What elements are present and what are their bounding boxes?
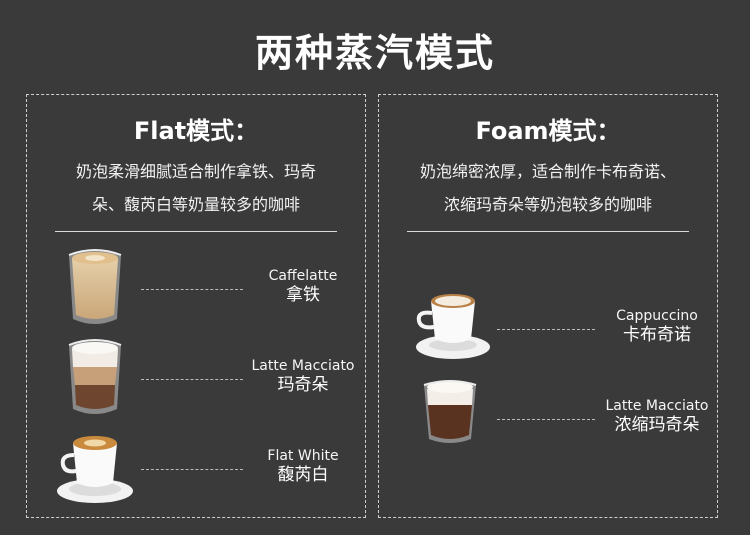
foam-item-cappuccino: Cappuccino 卡布奇诺 (379, 285, 717, 365)
foam-mode-panel: Foam模式： 奶泡绵密浓厚，适合制作卡布奇诺、 浓缩玛奇朵等奶泡较多的咖啡 C… (378, 94, 718, 518)
foam-divider (407, 231, 689, 232)
flat-item-label-2: Latte Macciato 玛奇朵 (249, 357, 357, 395)
cappuccino-cup-icon (416, 294, 490, 359)
flat-mode-title: Flat模式： (133, 117, 259, 145)
flat-item-caffelatte: Caffelatte 拿铁 (27, 245, 365, 325)
flat-mode-panel: Flat模式： 奶泡柔滑细腻适合制作拿铁、玛奇 朵、馥芮白等奶量较多的咖啡 Ca… (26, 94, 366, 518)
foam-item-zh-2: 浓缩玛奇朵 (614, 415, 700, 435)
latte-glass-icon (68, 249, 122, 324)
foam-item-en-1: Cappuccino (616, 308, 698, 324)
foam-desc-line-1: 奶泡绵密浓厚，适合制作卡布奇诺、 (419, 162, 676, 181)
flat-desc-line-2: 朵、馥芮白等奶量较多的咖啡 (91, 195, 300, 214)
flat-divider (55, 231, 337, 232)
flat-item-label-1: Caffelatte 拿铁 (253, 267, 353, 305)
flat-item-flat-white: Flat White 馥芮白 (27, 425, 365, 505)
flat-white-cup-icon (57, 436, 133, 503)
flat-item-en-1: Caffelatte (268, 268, 338, 284)
foam-item-latte-macciato: Latte Macciato 浓缩玛奇朵 (379, 375, 717, 455)
flat-item-zh-2: 玛奇朵 (277, 375, 329, 395)
foam-item-zh-1: 卡布奇诺 (623, 325, 691, 345)
page-title: 两种蒸汽模式 (254, 31, 495, 75)
flat-desc-line-1: 奶泡柔滑细腻适合制作拿铁、玛奇 (75, 162, 316, 181)
flat-item-zh-3: 馥芮白 (277, 465, 329, 485)
flat-mode-description: 奶泡柔滑细腻适合制作拿铁、玛奇 朵、馥芮白等奶量较多的咖啡 (45, 155, 347, 221)
flat-leader-line-2 (141, 379, 243, 380)
flat-item-label-3: Flat White 馥芮白 (253, 447, 353, 485)
flat-leader-line-1 (141, 289, 243, 290)
flat-leader-line-3 (141, 469, 243, 470)
foam-mode-title: Foam模式： (475, 117, 621, 145)
foam-leader-line-1 (497, 329, 595, 330)
flat-item-en-3: Flat White (267, 448, 339, 464)
espresso-macchiato-glass-icon (423, 380, 477, 443)
foam-item-en-2: Latte Macciato (605, 398, 709, 414)
foam-item-label-1: Cappuccino 卡布奇诺 (605, 307, 709, 345)
foam-desc-line-2: 浓缩玛奇朵等奶泡较多的咖啡 (443, 195, 652, 214)
flat-item-en-2: Latte Macciato (251, 358, 355, 374)
flat-item-zh-1: 拿铁 (286, 285, 320, 305)
foam-item-label-2: Latte Macciato 浓缩玛奇朵 (601, 397, 713, 435)
foam-leader-line-2 (497, 419, 595, 420)
foam-mode-description: 奶泡绵密浓厚，适合制作卡布奇诺、 浓缩玛奇朵等奶泡较多的咖啡 (397, 155, 699, 221)
macchiato-glass-icon (68, 339, 122, 414)
flat-item-latte-macciato: Latte Macciato 玛奇朵 (27, 335, 365, 415)
